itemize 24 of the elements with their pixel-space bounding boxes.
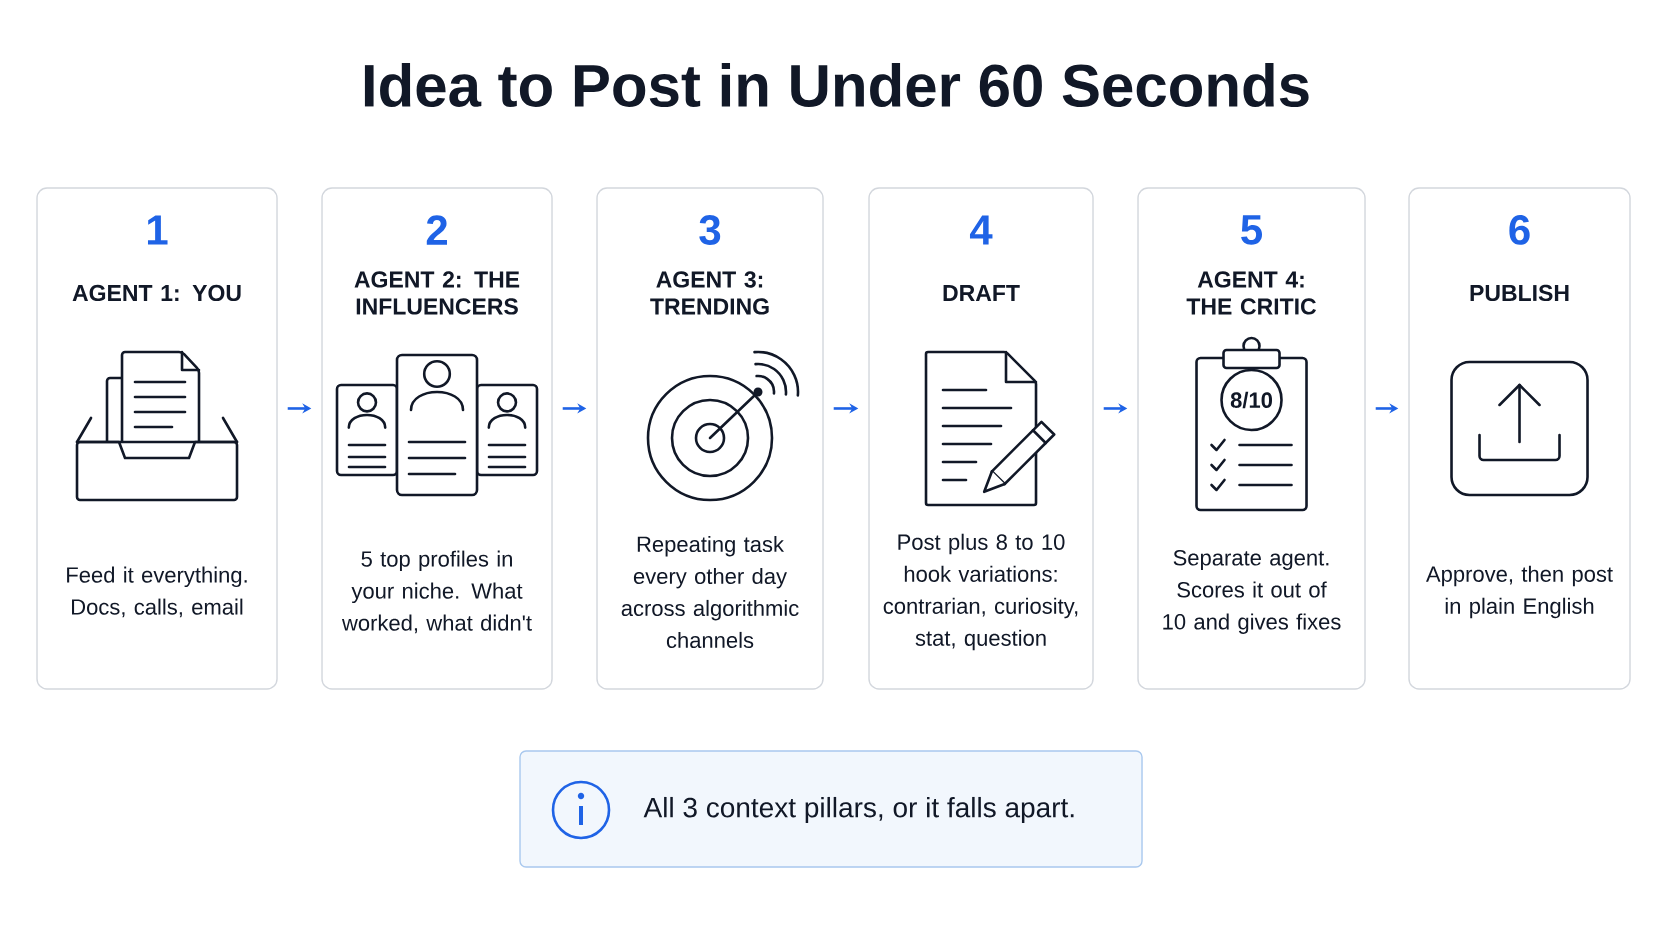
step-description: Feed it everything. Docs, calls, email [67, 566, 247, 618]
step-heading: PUBLISH [1470, 284, 1569, 302]
step-card [596, 187, 824, 690]
step-description: Repeating task every other day across algorithmic channels [621, 535, 799, 649]
step-number: 4 [970, 215, 993, 245]
step-number: 5 [1241, 215, 1262, 245]
step-heading: AGENT 2: THE INFLUENCERS [354, 271, 520, 315]
info-box [519, 750, 1143, 868]
title: Idea to Post in Under 60 Seconds [364, 62, 1309, 107]
step-description: Approve, then post in plain English [1426, 565, 1613, 619]
step-number: 3 [699, 215, 721, 245]
step-heading: DRAFT [943, 285, 1020, 301]
step-description: 5 top profiles in your niche. What worked, what didn't [341, 550, 532, 634]
step-number: 6 [1509, 215, 1530, 245]
step-heading: AGENT 4: THE CRITIC [1186, 271, 1317, 315]
step-number: 1 [148, 215, 168, 245]
step-description: Post plus 8 to 10 hook variations: contrarian, curiosity, stat, question [883, 533, 1078, 651]
score-label: 8/10 [1230, 391, 1272, 409]
step-number: 2 [426, 215, 447, 245]
step-card [1408, 187, 1631, 690]
step-heading: AGENT 1: YOU [72, 284, 241, 302]
info-text: All 3 context pillars, or it falls apart. [643, 796, 1074, 824]
step-heading: AGENT 3: TRENDING [650, 271, 769, 315]
step-description: Separate agent. Scores it out of 10 and gives fixes [1163, 550, 1341, 634]
